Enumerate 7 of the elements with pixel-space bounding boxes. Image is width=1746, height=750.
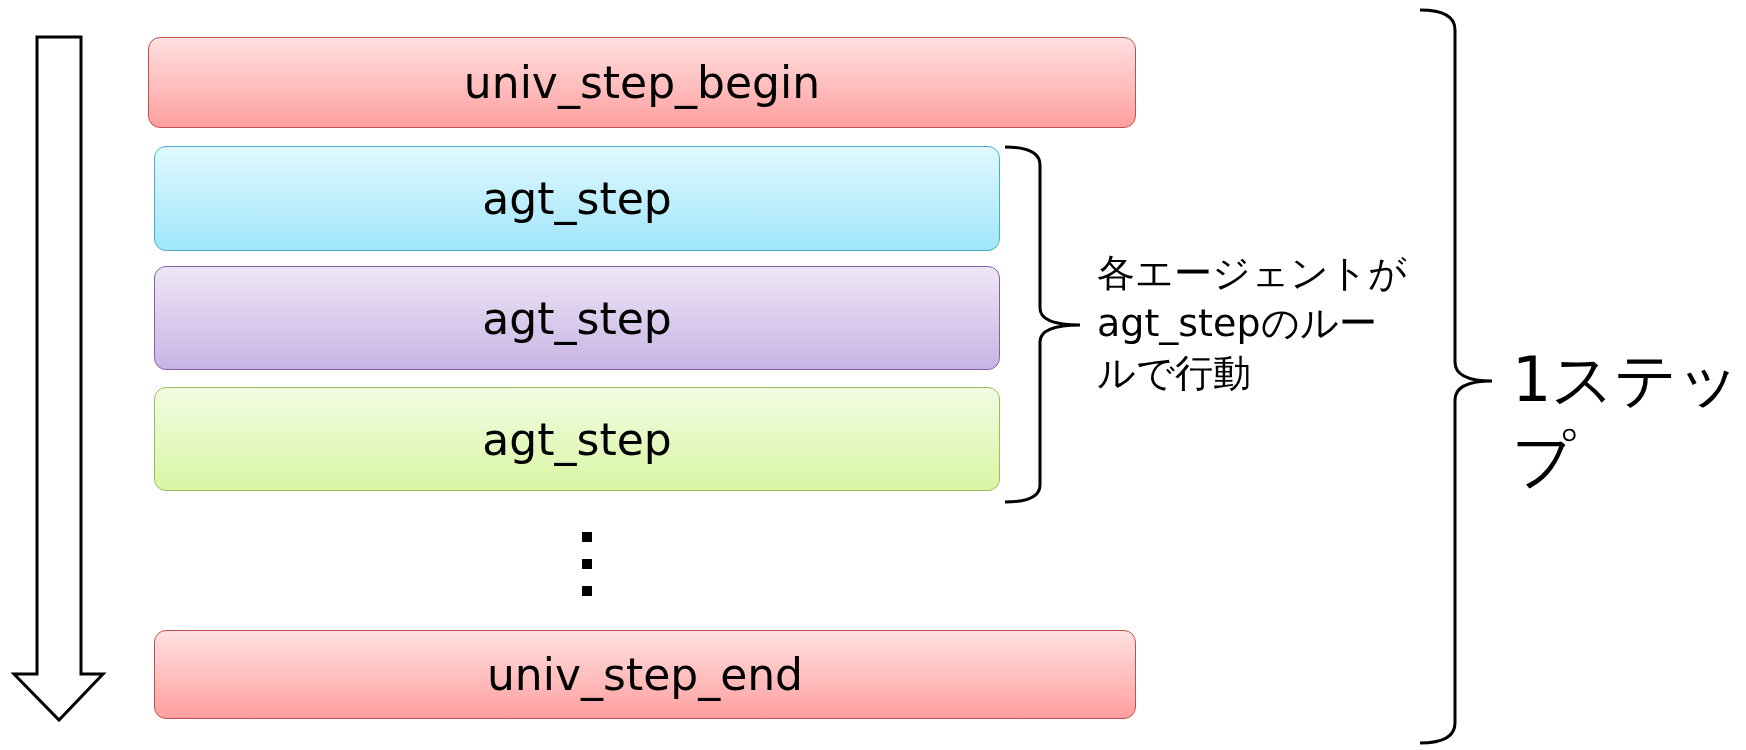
step-box: univ_step_end (154, 630, 1136, 719)
step-box: agt_step (154, 146, 1000, 251)
step-box: agt_step (154, 266, 1000, 370)
step-label: 1ステップ (1512, 342, 1742, 498)
step-box: univ_step_begin (148, 37, 1136, 128)
step-box: agt_step (154, 387, 1000, 491)
annotation-text: 各エージェントがagt_stepのルールで行動 (1097, 250, 1407, 397)
